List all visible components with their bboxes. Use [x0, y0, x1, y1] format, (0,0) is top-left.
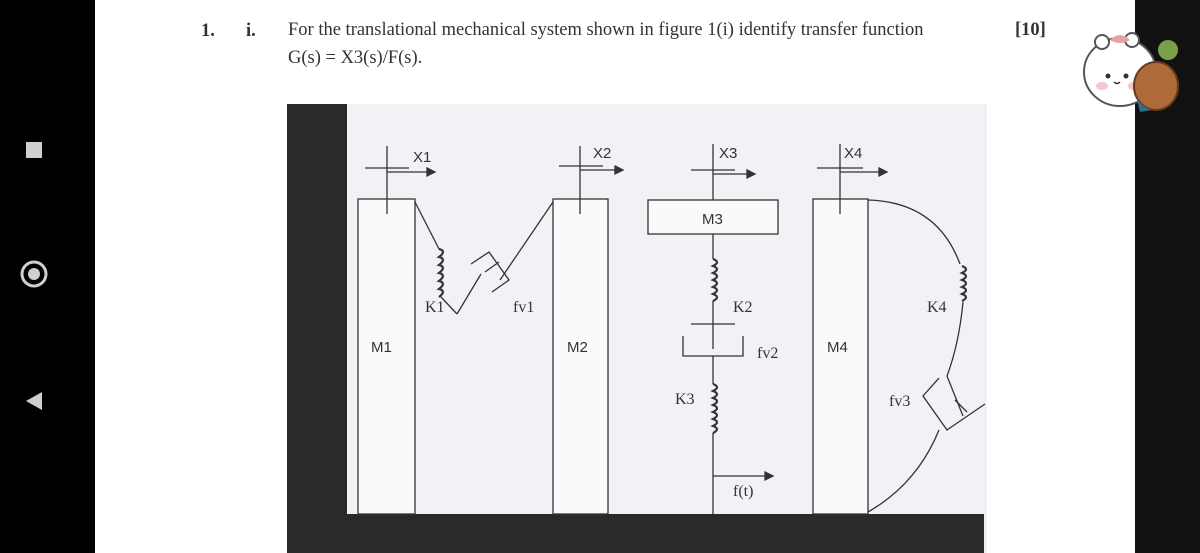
- label-force: f(t): [733, 483, 753, 500]
- question-part: i.: [246, 21, 256, 41]
- label-k2: K2: [733, 299, 753, 316]
- label-x4: X4: [844, 145, 862, 162]
- recents-button[interactable]: [14, 130, 54, 170]
- wall: [287, 104, 347, 553]
- label-m4: M4: [827, 339, 848, 356]
- back-button[interactable]: [14, 381, 54, 421]
- damper-fv3: [867, 375, 986, 513]
- label-x1: X1: [413, 149, 431, 166]
- question-marks: [10]: [1015, 20, 1046, 40]
- label-fv2: fv2: [757, 345, 778, 362]
- x2-arrow-marker: [559, 146, 625, 214]
- cartoon-bear-sticker-icon[interactable]: [1080, 26, 1180, 114]
- label-x3: X3: [719, 145, 737, 162]
- x1-arrow-marker: [365, 146, 437, 214]
- label-k3: K3: [675, 391, 695, 408]
- label-m3: M3: [702, 211, 723, 228]
- label-fv1: fv1: [513, 299, 534, 316]
- home-button[interactable]: [14, 254, 54, 294]
- square-icon: [26, 142, 42, 158]
- spring-k4: [867, 199, 968, 377]
- question-text-line2: G(s) = X3(s)/F(s).: [288, 48, 423, 68]
- x3-arrow-marker: [691, 144, 757, 200]
- navigation-bar: [0, 0, 68, 553]
- x4-arrow-marker: [817, 144, 889, 214]
- mass-m1-block: [357, 198, 416, 515]
- triangle-back-icon: [26, 392, 42, 410]
- label-k1: K1: [425, 299, 445, 316]
- spring-k1: [414, 201, 458, 315]
- mechanical-system-figure: M1 M2 M3 M4 X1 X2 X3 X4 K1 K2 K3 K4 fv1 …: [287, 104, 987, 553]
- circle-icon: [20, 260, 48, 288]
- label-fv3: fv3: [889, 393, 910, 410]
- damper-fv1: [456, 201, 554, 315]
- spring-k2: [710, 234, 719, 324]
- question-number: 1.: [201, 21, 215, 41]
- mass-m2-block: [552, 198, 609, 515]
- label-m1: M1: [371, 339, 392, 356]
- ground: [347, 514, 984, 553]
- label-m2: M2: [567, 339, 588, 356]
- label-x2: X2: [593, 145, 611, 162]
- question-text-line1: For the translational mechanical system …: [288, 20, 924, 40]
- force-arrow: [713, 470, 775, 482]
- damper-fv2: [682, 323, 744, 384]
- spring-k3: [710, 382, 719, 514]
- label-k4: K4: [927, 299, 947, 316]
- mass-m4-block: [812, 198, 869, 515]
